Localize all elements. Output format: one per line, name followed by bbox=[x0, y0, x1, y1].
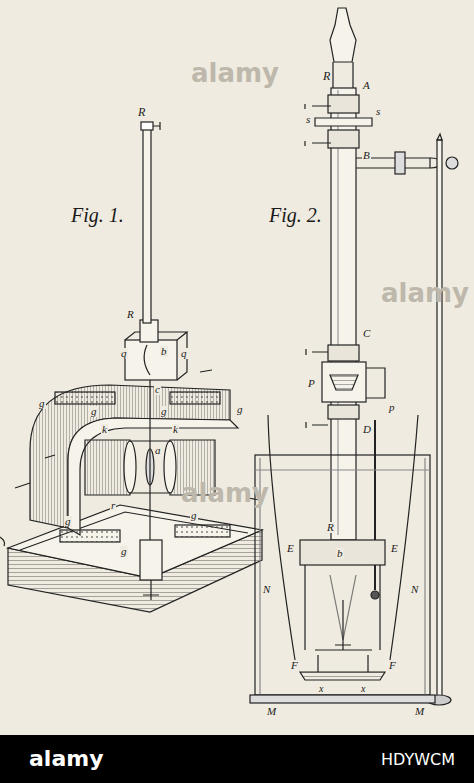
part-letter: C bbox=[362, 328, 371, 339]
part-letter: N bbox=[410, 584, 419, 595]
image-id: HDYWCM bbox=[380, 752, 456, 768]
part-letter: R bbox=[322, 70, 331, 82]
part-letter: P bbox=[307, 378, 316, 389]
part-letter: D bbox=[362, 424, 372, 435]
part-letter: s bbox=[305, 114, 311, 125]
watermark: alamy bbox=[190, 60, 280, 86]
watermark-logo: alamy bbox=[28, 748, 105, 770]
part-letter: k bbox=[172, 424, 179, 435]
part-letter: B bbox=[362, 150, 371, 161]
part-letter: N bbox=[262, 584, 271, 595]
fig1-apparatus bbox=[0, 122, 262, 612]
part-letter: g bbox=[120, 546, 128, 557]
part-letter: b bbox=[336, 548, 344, 559]
part-letter: s bbox=[375, 106, 381, 117]
fig2-apparatus bbox=[250, 8, 458, 705]
figure-title: Fig. 2. bbox=[268, 205, 323, 225]
part-letter: x bbox=[360, 684, 366, 694]
part-letter: M bbox=[414, 706, 425, 717]
part-letter: F bbox=[290, 660, 299, 671]
part-letter: g bbox=[64, 516, 72, 527]
part-letter: a bbox=[154, 445, 162, 456]
part-letter: g bbox=[236, 404, 244, 415]
part-letter: g bbox=[38, 398, 46, 409]
part-letter: F bbox=[388, 660, 397, 671]
part-letter: E bbox=[286, 543, 295, 554]
part-letter: p bbox=[388, 402, 396, 413]
watermark: alamy bbox=[180, 480, 270, 506]
part-letter: A bbox=[362, 80, 371, 91]
part-letter: M bbox=[266, 706, 277, 717]
figure-title: Fig. 1. bbox=[70, 205, 125, 225]
watermark: alamy bbox=[380, 280, 470, 306]
part-letter: q bbox=[120, 348, 128, 359]
part-letter: g bbox=[160, 406, 168, 417]
part-letter: g bbox=[90, 406, 98, 417]
part-letter: R bbox=[326, 522, 335, 533]
part-letter: k bbox=[101, 424, 108, 435]
part-letter: c bbox=[154, 384, 161, 395]
part-letter: r bbox=[110, 500, 116, 511]
part-letter: b bbox=[160, 346, 168, 357]
part-letter: q bbox=[180, 348, 188, 359]
part-letter: E bbox=[390, 543, 399, 554]
part-letter: R bbox=[137, 106, 146, 118]
part-letter: R bbox=[126, 309, 135, 320]
part-letter: g bbox=[190, 510, 198, 521]
part-letter: x bbox=[318, 684, 324, 694]
